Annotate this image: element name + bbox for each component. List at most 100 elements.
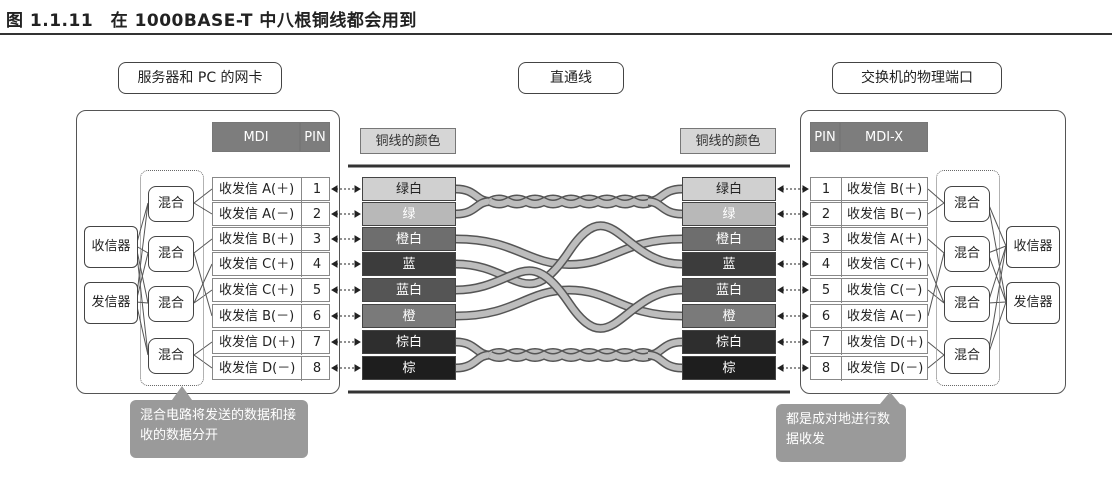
left-arrow-b-3	[354, 235, 361, 243]
left-receiver: 收信器	[84, 226, 138, 268]
right-arrow-a-1	[777, 185, 784, 193]
right-pin-2: 2	[811, 203, 842, 227]
right-rx-fan-0	[987, 202, 1007, 247]
right-hybrid-group	[936, 170, 1000, 386]
left-arrow-a-6	[331, 312, 338, 320]
left-mdi-header: MDI	[212, 122, 300, 152]
pair-a-strand-5	[647, 198, 683, 217]
left-arrow-a-4	[331, 260, 338, 268]
right-wire-color-7: 棕白	[682, 330, 776, 354]
left-arrow-b-1	[354, 185, 361, 193]
right-wire-color-3: 橙白	[682, 227, 776, 251]
left-callout-pointer	[172, 386, 192, 400]
left-hybrid-a: 混合	[148, 186, 194, 222]
left-signal-5: 收发信 C(＋)	[219, 283, 295, 298]
left-signal-4: 收发信 C(＋)	[219, 257, 295, 272]
right-hybrid-c: 混合	[944, 286, 990, 322]
right-wire-color-1: 绿白	[682, 177, 776, 201]
right-signal-4: 收发信 C(＋)	[847, 257, 923, 272]
left-arrow-a-7	[331, 338, 338, 346]
left-signal-7: 收发信 D(＋)	[219, 335, 296, 350]
pair-a-strand-1	[455, 198, 491, 217]
right-signal-6: 收发信 A(－)	[847, 309, 923, 324]
left-color-header: 铜线的颜色	[360, 128, 456, 154]
left-hybrid-b: 混合	[148, 236, 194, 272]
right-pin-4: 4	[811, 253, 842, 277]
right-arrow-a-6	[777, 312, 784, 320]
left-pin-3: 3	[301, 228, 332, 252]
left-pin-2: 2	[301, 203, 332, 227]
pair-bc-strand-3	[455, 267, 683, 332]
left-wire-color-4: 蓝	[362, 252, 456, 276]
right-pin-7: 7	[811, 331, 842, 355]
right-pin-3: 3	[811, 228, 842, 252]
left-arrow-b-2	[354, 210, 361, 218]
left-pin-row-5: 收发信 C(＋) 5	[212, 278, 332, 303]
left-arrow-a-3	[331, 235, 338, 243]
pair-a-strand-2	[488, 196, 654, 205]
right-mdi-header: MDI-X	[840, 122, 928, 152]
left-signal-2: 收发信 A(－)	[219, 207, 295, 222]
left-pin-8: 8	[301, 357, 332, 381]
left-wire-color-5: 蓝白	[362, 278, 456, 302]
left-signal-1: 收发信 A(＋)	[219, 182, 295, 197]
right-signal-3: 收发信 A(＋)	[847, 232, 923, 247]
left-tx-fan-3	[135, 301, 149, 356]
left-signal-3: 收发信 B(＋)	[219, 232, 295, 247]
right-arrow-a-2	[777, 210, 784, 218]
right-arrow-b-6	[802, 312, 809, 320]
left-pin-6: 6	[301, 305, 332, 329]
right-arrow-b-7	[802, 338, 809, 346]
left-pin-4: 4	[301, 253, 332, 277]
right-tx-fan-1	[987, 252, 1007, 303]
left-device-label: 服务器和 PC 的网卡	[118, 62, 282, 94]
right-hybrid-a: 混合	[944, 186, 990, 222]
left-pin-row-4: 收发信 C(＋) 4	[212, 252, 332, 277]
right-device-label: 交换机的物理端口	[832, 62, 1002, 94]
left-transmitter: 发信器	[84, 282, 138, 324]
right-arrow-b-1	[802, 185, 809, 193]
right-signal-8: 收发信 D(－)	[847, 361, 924, 376]
right-arrow-a-3	[777, 235, 784, 243]
right-pin-header: PIN	[810, 122, 840, 152]
right-pin-row-6: 6 收发信 A(－)	[810, 304, 928, 329]
left-wire-color-1: 绿白	[362, 177, 456, 201]
right-arrow-a-7	[777, 338, 784, 346]
pair-d-strand-2	[488, 349, 654, 359]
left-arrow-b-7	[354, 338, 361, 346]
right-pin-6: 6	[811, 305, 842, 329]
pair-d-strand-1	[455, 352, 491, 371]
left-wire-color-8: 棕	[362, 356, 456, 380]
left-wire-color-6: 橙	[362, 304, 456, 328]
left-arrow-a-1	[331, 185, 338, 193]
left-rx-fan-2	[135, 245, 149, 304]
right-signal-5: 收发信 C(－)	[847, 283, 923, 298]
right-signal-2: 收发信 B(－)	[847, 207, 923, 222]
left-arrow-a-8	[331, 364, 338, 372]
right-hybrid-b: 混合	[944, 236, 990, 272]
right-wire-color-6: 橙	[682, 304, 776, 328]
left-pin-row-6: 收发信 B(－)6	[212, 304, 332, 329]
left-wire-color-2: 绿	[362, 202, 456, 226]
pair-d-strand-3	[488, 351, 654, 361]
left-rx-fan-1	[135, 245, 149, 254]
right-receiver: 收信器	[1006, 226, 1060, 268]
right-rx-fan-1	[987, 245, 1007, 254]
left-pin-row-1: 收发信 A(＋)1	[212, 177, 330, 202]
right-callout-pointer	[880, 392, 900, 404]
right-arrow-b-2	[802, 210, 809, 218]
right-pin-row-2: 2 收发信 B(－)	[810, 202, 928, 227]
left-callout: 混合电路将发送的数据和接收的数据分开	[130, 400, 308, 458]
left-pin-row-7: 收发信 D(＋)7	[212, 330, 330, 355]
left-hybrid-c: 混合	[148, 286, 194, 322]
right-wire-color-2: 绿	[682, 202, 776, 226]
left-wire-color-7: 棕白	[362, 330, 456, 354]
left-arrow-a-2	[331, 210, 338, 218]
right-color-header: 铜线的颜色	[680, 128, 776, 154]
left-rx-fan-3	[135, 245, 149, 356]
left-arrow-b-5	[354, 286, 361, 294]
left-pin-5: 5	[301, 279, 332, 303]
left-arrow-b-8	[354, 364, 361, 372]
left-hybrid-d: 混合	[148, 338, 194, 374]
